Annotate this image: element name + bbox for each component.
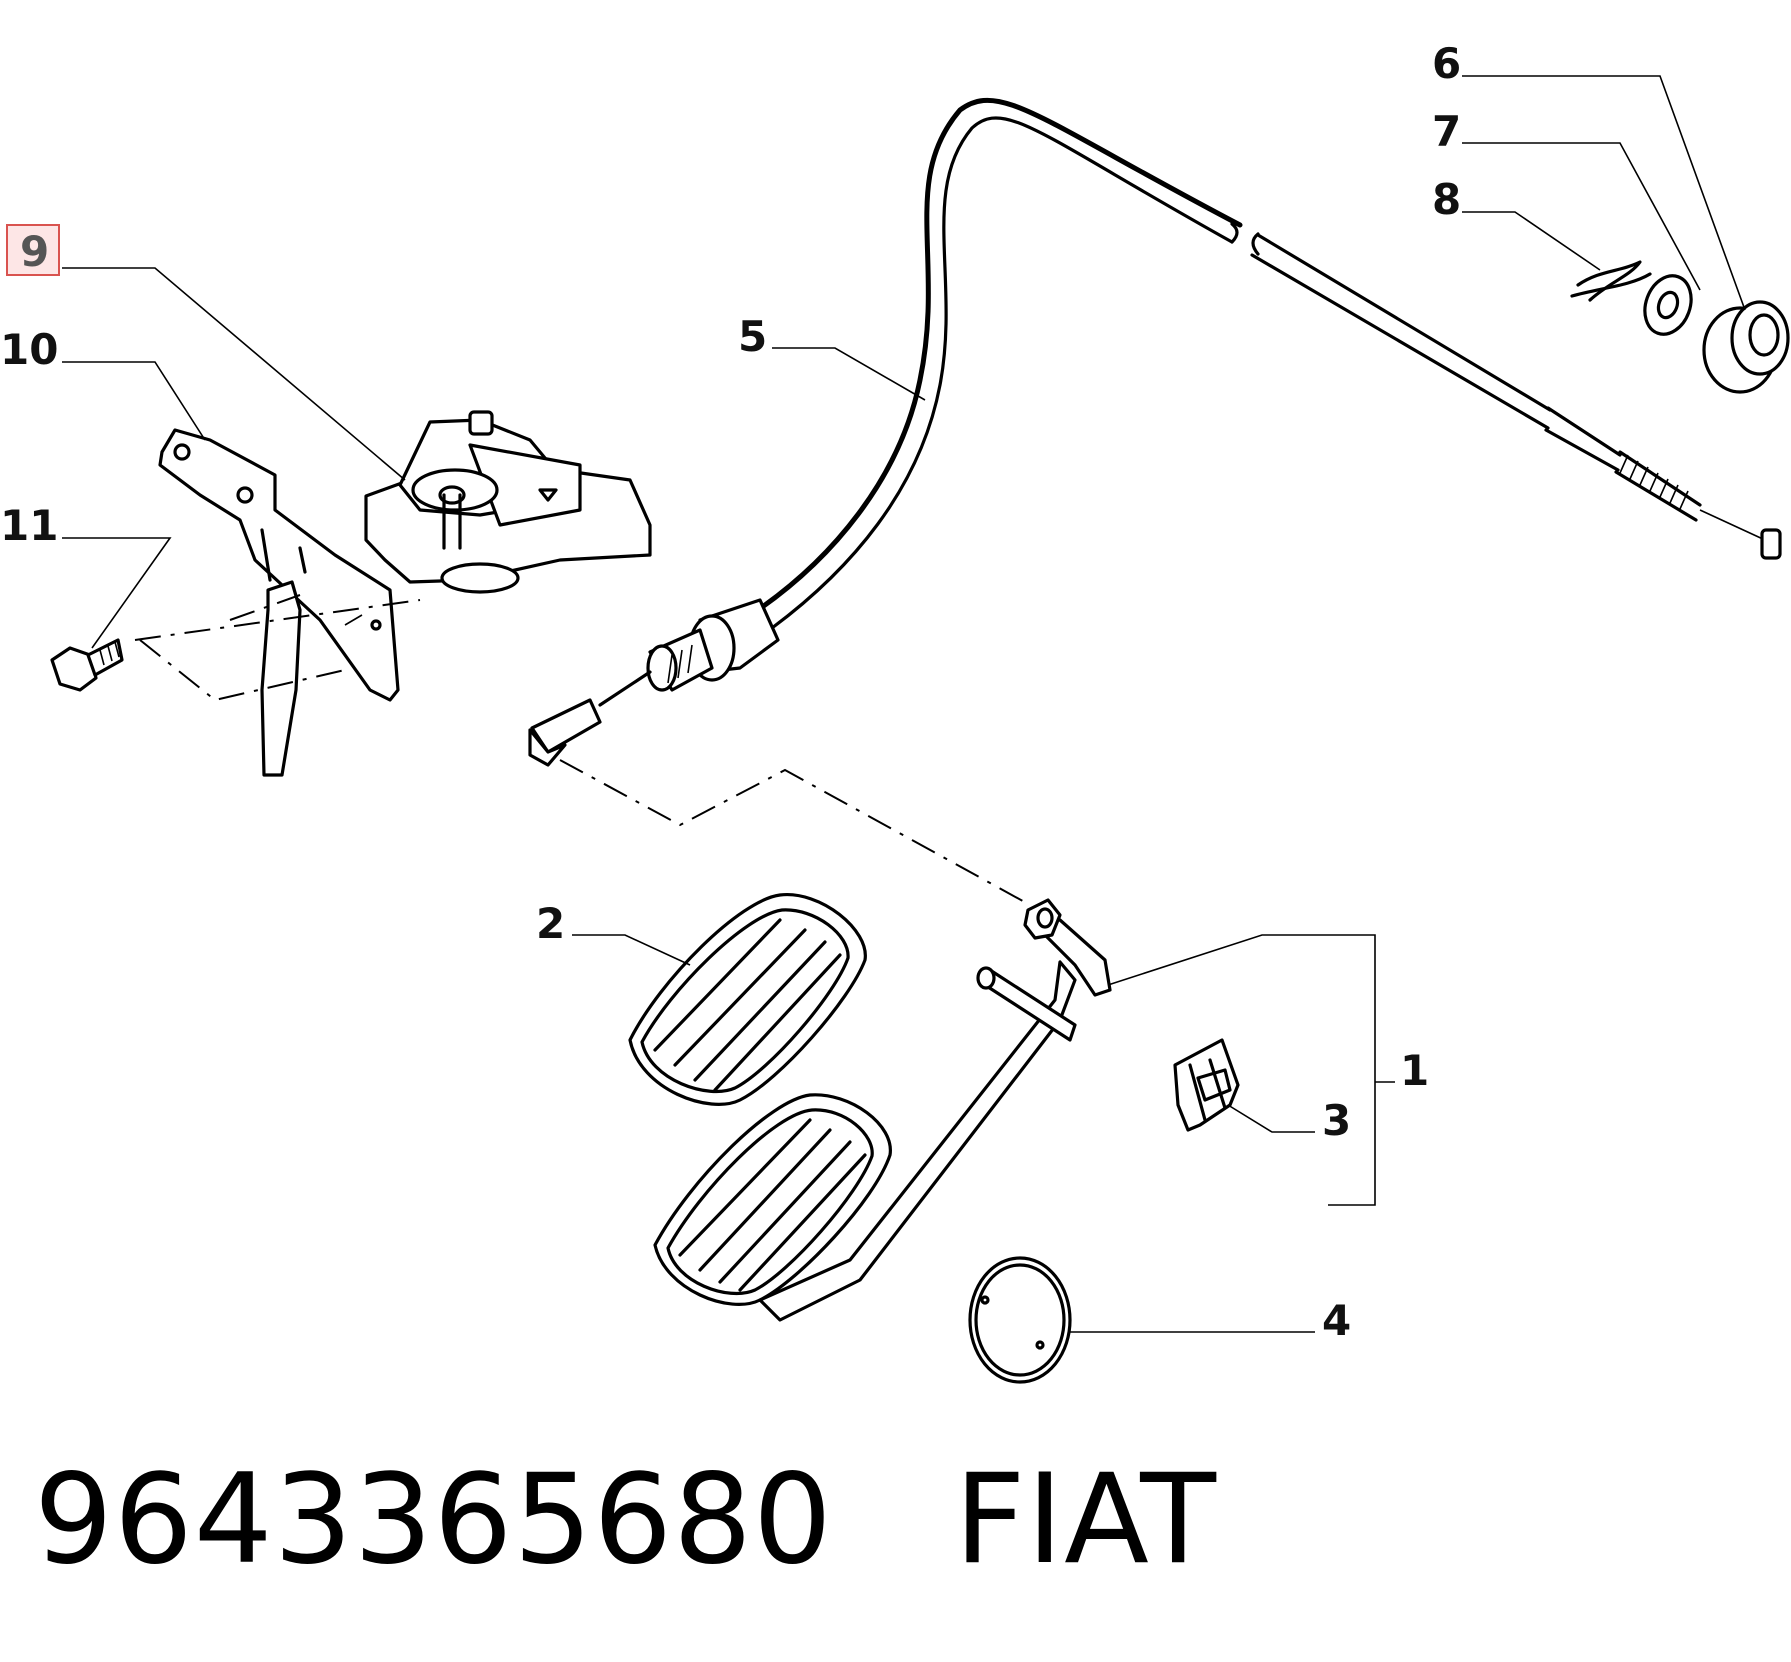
accelerator-cable [528, 97, 1782, 767]
brand-name: FIAT [954, 1448, 1218, 1592]
part-number: 9643365680 [34, 1448, 833, 1592]
callout-1: 1 [1400, 1046, 1429, 1095]
cable-lower-fitting [528, 598, 780, 767]
bolt [50, 638, 124, 692]
retaining-clip [1570, 260, 1652, 302]
callout-8: 8 [1432, 175, 1461, 224]
callout-2: 2 [536, 899, 565, 948]
cable-thread-end [1614, 450, 1782, 560]
assembly-line-bolt [134, 599, 421, 641]
callout-4: 4 [1322, 1296, 1351, 1345]
assembly-line-bracket [139, 639, 346, 702]
cover-disc [968, 1256, 1072, 1384]
pedal-assembly [653, 898, 1112, 1322]
callout-9: 9 [20, 227, 49, 276]
callout-3: 3 [1322, 1096, 1351, 1145]
pedal-pad-upper [628, 893, 867, 1106]
washer [1643, 274, 1693, 336]
callout-6: 6 [1432, 39, 1461, 88]
callout-10: 10 [0, 325, 58, 374]
caption: 9643365680 FIAT [34, 1448, 1217, 1592]
callout-9-highlight [6, 224, 60, 276]
assembly-line-cable [559, 759, 1031, 906]
pedal-bracket [158, 428, 400, 777]
leader-lines [62, 75, 1746, 1333]
callout-labels: 6 7 8 5 9 10 11 2 1 3 4 [0, 39, 1461, 1345]
callout-7: 7 [1432, 107, 1461, 156]
assembly-line-bracket-top [229, 594, 301, 621]
callout-5: 5 [738, 312, 767, 361]
callout-11: 11 [0, 501, 58, 550]
grommet [1702, 300, 1790, 394]
spring-clip [1173, 1038, 1240, 1132]
pedal-sensor [364, 410, 652, 594]
